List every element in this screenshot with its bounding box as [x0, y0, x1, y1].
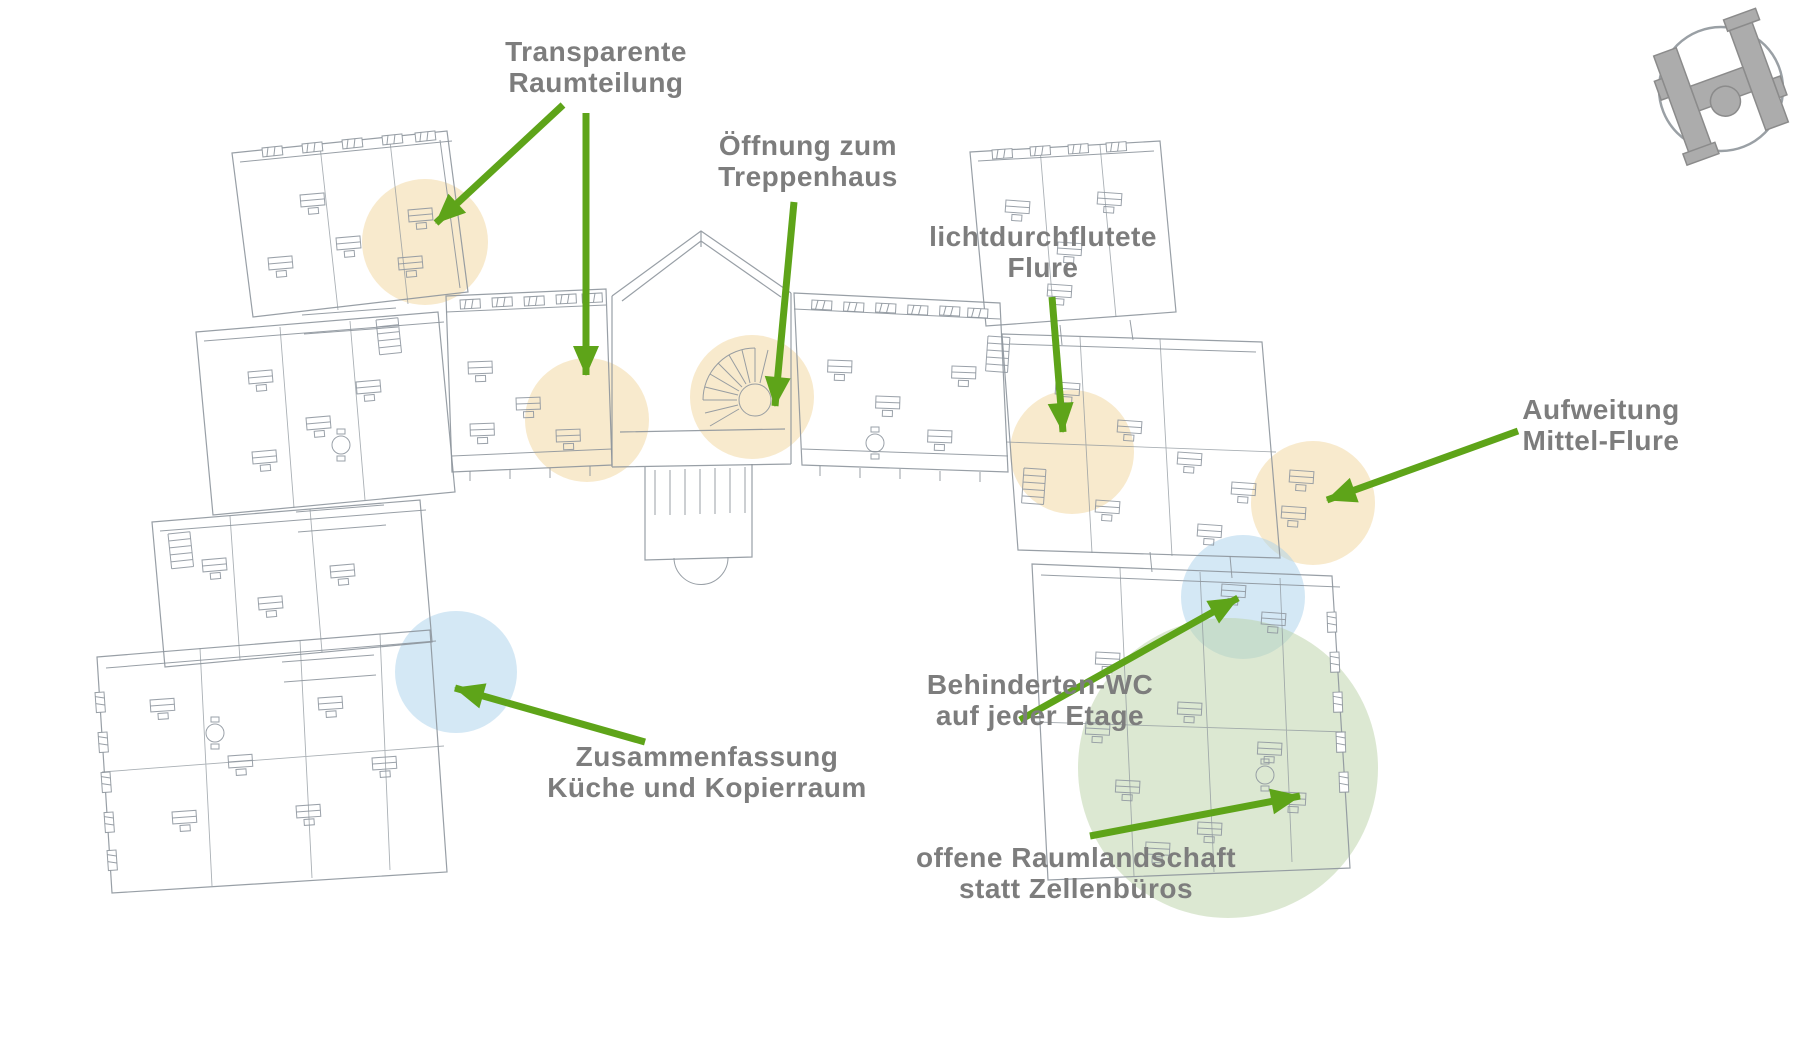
- label-line: Flure: [1007, 252, 1079, 283]
- label-line: Behinderten-WC: [926, 669, 1154, 700]
- annotation-arrows: [433, 102, 1520, 840]
- label-aufweitung-mittel-flure: Aufweitung Mittel-Flure: [1522, 394, 1679, 456]
- label-line: auf jeder Etage: [935, 700, 1145, 731]
- highlight-circle-zusammenfassung-kueche: [395, 611, 517, 733]
- highlight-circles: [362, 179, 1378, 918]
- arrow-zusammenfassung-kueche: [454, 683, 646, 746]
- highlight-circle-oeffnung-treppenhaus: [690, 335, 814, 459]
- label-behinderten-wc: Behinderten-WC auf jeder Etage: [927, 669, 1153, 731]
- label-lichtdurchflutete-flure: lichtdurchflutete Flure: [929, 221, 1157, 283]
- label-offene-raumlandschaft: offene Raumlandschaft statt Zellenbüros: [916, 842, 1236, 904]
- highlight-circle-transparente-raumteilung-2: [525, 358, 649, 482]
- label-oeffnung-treppenhaus: Öffnung zum Treppenhaus: [718, 130, 898, 192]
- highlight-circle-transparente-raumteilung-1: [362, 179, 488, 305]
- arrow-transparente-raumteilung-1: [433, 102, 566, 226]
- arrow-oeffnung-treppenhaus: [764, 201, 798, 407]
- building-drawing: [94, 130, 1351, 894]
- arrow-offene-raumlandschaft: [1089, 788, 1301, 840]
- label-line: Zusammenfassung: [575, 741, 839, 772]
- label-line: Mittel-Flure: [1522, 425, 1680, 456]
- label-zusammenfassung-kueche: Zusammenfassung Küche und Kopierraum: [547, 741, 867, 803]
- label-line: statt Zellenbüros: [958, 873, 1194, 904]
- highlight-circle-aufweitung-mittel-flure: [1251, 441, 1375, 565]
- highlight-circle-lichtdurchflutete-flure: [1010, 390, 1134, 514]
- label-line: Küche und Kopierraum: [547, 772, 867, 803]
- label-line: Öffnung zum: [718, 130, 898, 161]
- label-transparente-raumteilung: Transparente Raumteilung: [505, 36, 687, 98]
- label-line: lichtdurchflutete: [929, 221, 1157, 252]
- label-line: Transparente: [505, 36, 687, 67]
- h-building-footprint-icon: [1652, 7, 1790, 167]
- label-line: Treppenhaus: [718, 161, 898, 192]
- logo-badge: [1652, 7, 1790, 167]
- label-line: offene Raumlandschaft: [915, 842, 1237, 873]
- arrow-lichtdurchflutete-flure: [1047, 296, 1074, 433]
- label-line: Aufweitung: [1522, 394, 1680, 425]
- arrow-behinderten-wc: [1018, 594, 1240, 724]
- highlight-circle-offene-raumlandschaft: [1078, 618, 1378, 918]
- arrow-aufweitung-mittel-flure: [1325, 427, 1520, 504]
- label-line: Raumteilung: [508, 67, 684, 98]
